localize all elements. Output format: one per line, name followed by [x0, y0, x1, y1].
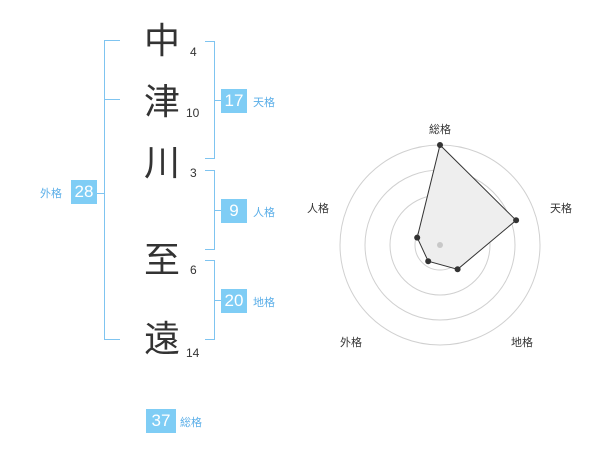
name-char-4: 至: [143, 240, 180, 281]
chikaku-value-box: 20: [221, 289, 247, 313]
stroke-count-5: 14: [186, 346, 200, 360]
gaikaku-value-box: 28: [71, 180, 97, 204]
name-char-3: 川: [143, 143, 180, 184]
radar-point-5: [414, 234, 421, 241]
jinkaku-bracket: [205, 170, 215, 250]
radar-area: [416, 144, 517, 270]
axis-label-jinkaku: 人格: [307, 201, 329, 215]
stroke-count-2: 10: [186, 106, 200, 120]
chikaku-label: 地格: [253, 296, 275, 309]
axis-label-gaikaku: 外格: [340, 335, 362, 349]
radar-point-3: [454, 266, 461, 273]
radar-point-1: [437, 142, 443, 148]
tenkaku-label: 天格: [253, 96, 275, 109]
gaikaku-label: 外格: [40, 187, 62, 200]
tenkaku-value-box: 17: [221, 89, 247, 113]
stroke-count-3: 3: [190, 166, 197, 180]
jinkaku-label: 人格: [253, 206, 275, 219]
soukaku-label: 総格: [180, 416, 202, 429]
gaikaku-connector: [97, 193, 104, 194]
jinkaku-connector: [215, 210, 222, 211]
chikaku-bracket: [205, 260, 215, 340]
radar-chart: 総格 天格 地格 外格 人格: [307, 122, 572, 349]
soukaku-value-box: 37: [146, 409, 176, 433]
name-char-2: 津: [143, 82, 180, 123]
axis-label-chikaku: 地格: [511, 335, 533, 349]
name-char-1: 中: [143, 21, 180, 62]
jinkaku-value-box: 9: [221, 199, 247, 223]
radar-point-4: [425, 258, 432, 265]
radar-center-dot: [437, 242, 443, 248]
gaikaku-tick-top: [104, 99, 120, 100]
stroke-count-4: 6: [190, 263, 197, 277]
axis-label-soukaku: 総格: [429, 122, 451, 136]
name-char-5: 遠: [143, 319, 180, 360]
tenkaku-bracket: [205, 41, 215, 159]
gaikaku-bracket: [104, 40, 120, 340]
axis-label-tenkaku: 天格: [550, 201, 572, 215]
stroke-count-1: 4: [190, 45, 197, 59]
tenkaku-connector: [215, 100, 222, 101]
chikaku-connector: [215, 300, 222, 301]
radar-point-2: [513, 217, 520, 224]
